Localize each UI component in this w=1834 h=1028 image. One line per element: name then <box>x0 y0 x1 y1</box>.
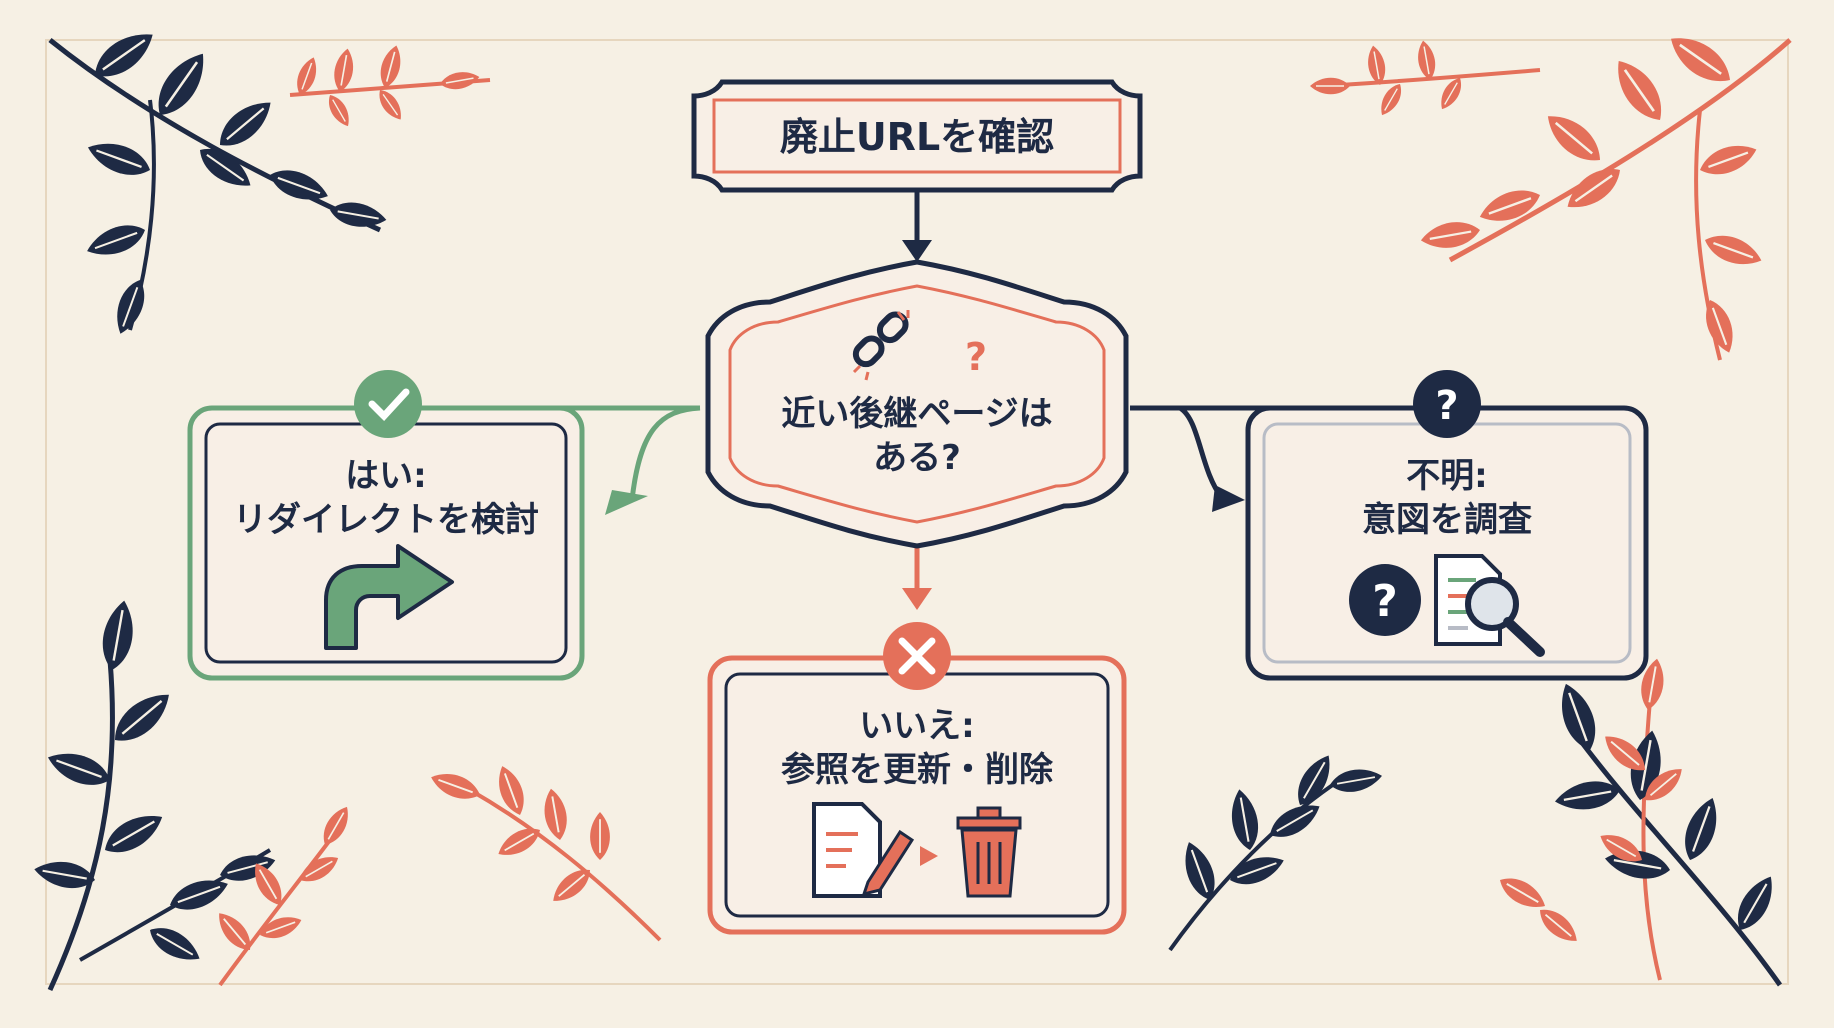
foliage-top-left <box>48 21 390 339</box>
foliage-top-right <box>1417 25 1792 361</box>
foliage-top-right-coral-small <box>1309 38 1541 120</box>
unknown-box: ? <box>1245 370 1649 681</box>
foliage-top-left-coral <box>289 42 491 131</box>
spark-marks <box>852 310 910 381</box>
foliage-bottom-left-coral <box>210 801 356 987</box>
unknown-line-1: 不明: <box>1406 456 1488 496</box>
foliage-bottom-center-left <box>426 761 662 942</box>
small-arrow-icon <box>920 846 938 866</box>
question-icon-badge <box>1413 370 1481 438</box>
yes-line-1: はい: <box>345 456 427 496</box>
redirect-arrow-icon <box>324 544 454 650</box>
decision-label: 近い後継ページは ある? <box>730 392 1104 480</box>
yes-line-2: リダイレクトを検討 <box>233 500 539 541</box>
question-mark-icon: ? <box>965 335 987 379</box>
connector-decision-to-no <box>902 540 932 610</box>
yes-box <box>187 370 585 681</box>
start-box <box>691 79 1143 193</box>
unknown-line-2: 意図を調査 <box>1362 500 1532 541</box>
no-line-1: いいえ: <box>859 706 975 746</box>
document-search-icon <box>1434 554 1545 657</box>
decision-line-1: 近い後継ページは <box>781 394 1053 434</box>
no-label: いいえ: 参照を更新・削除 <box>726 704 1108 792</box>
check-icon <box>368 388 410 422</box>
question-icon: ? <box>1349 564 1421 636</box>
question-icon: ? <box>1435 383 1458 429</box>
foliage-bottom-right <box>1493 655 1783 987</box>
decision-line-2: ある? <box>873 438 961 479</box>
foliage-bottom-left <box>31 596 280 992</box>
start-label: 廃止URLを確認 <box>694 113 1140 162</box>
connector-start-to-decision <box>902 188 932 262</box>
no-line-2: 参照を更新・削除 <box>781 750 1053 791</box>
trash-icon <box>956 806 1022 898</box>
page-border <box>45 39 1789 985</box>
check-icon-badge <box>354 370 422 438</box>
unknown-label: 不明: 意図を調査 <box>1264 454 1630 542</box>
yes-label: はい: リダイレクトを検討 <box>206 454 566 542</box>
decision-box <box>705 259 1129 549</box>
start-text: 廃止URLを確認 <box>779 115 1055 159</box>
document-edit-icon <box>812 802 915 898</box>
connector-decision-to-yes <box>560 405 701 515</box>
foliage-bottom-center-right <box>1168 748 1385 952</box>
cross-icon <box>898 637 936 675</box>
svg-text:?: ? <box>1372 576 1398 627</box>
